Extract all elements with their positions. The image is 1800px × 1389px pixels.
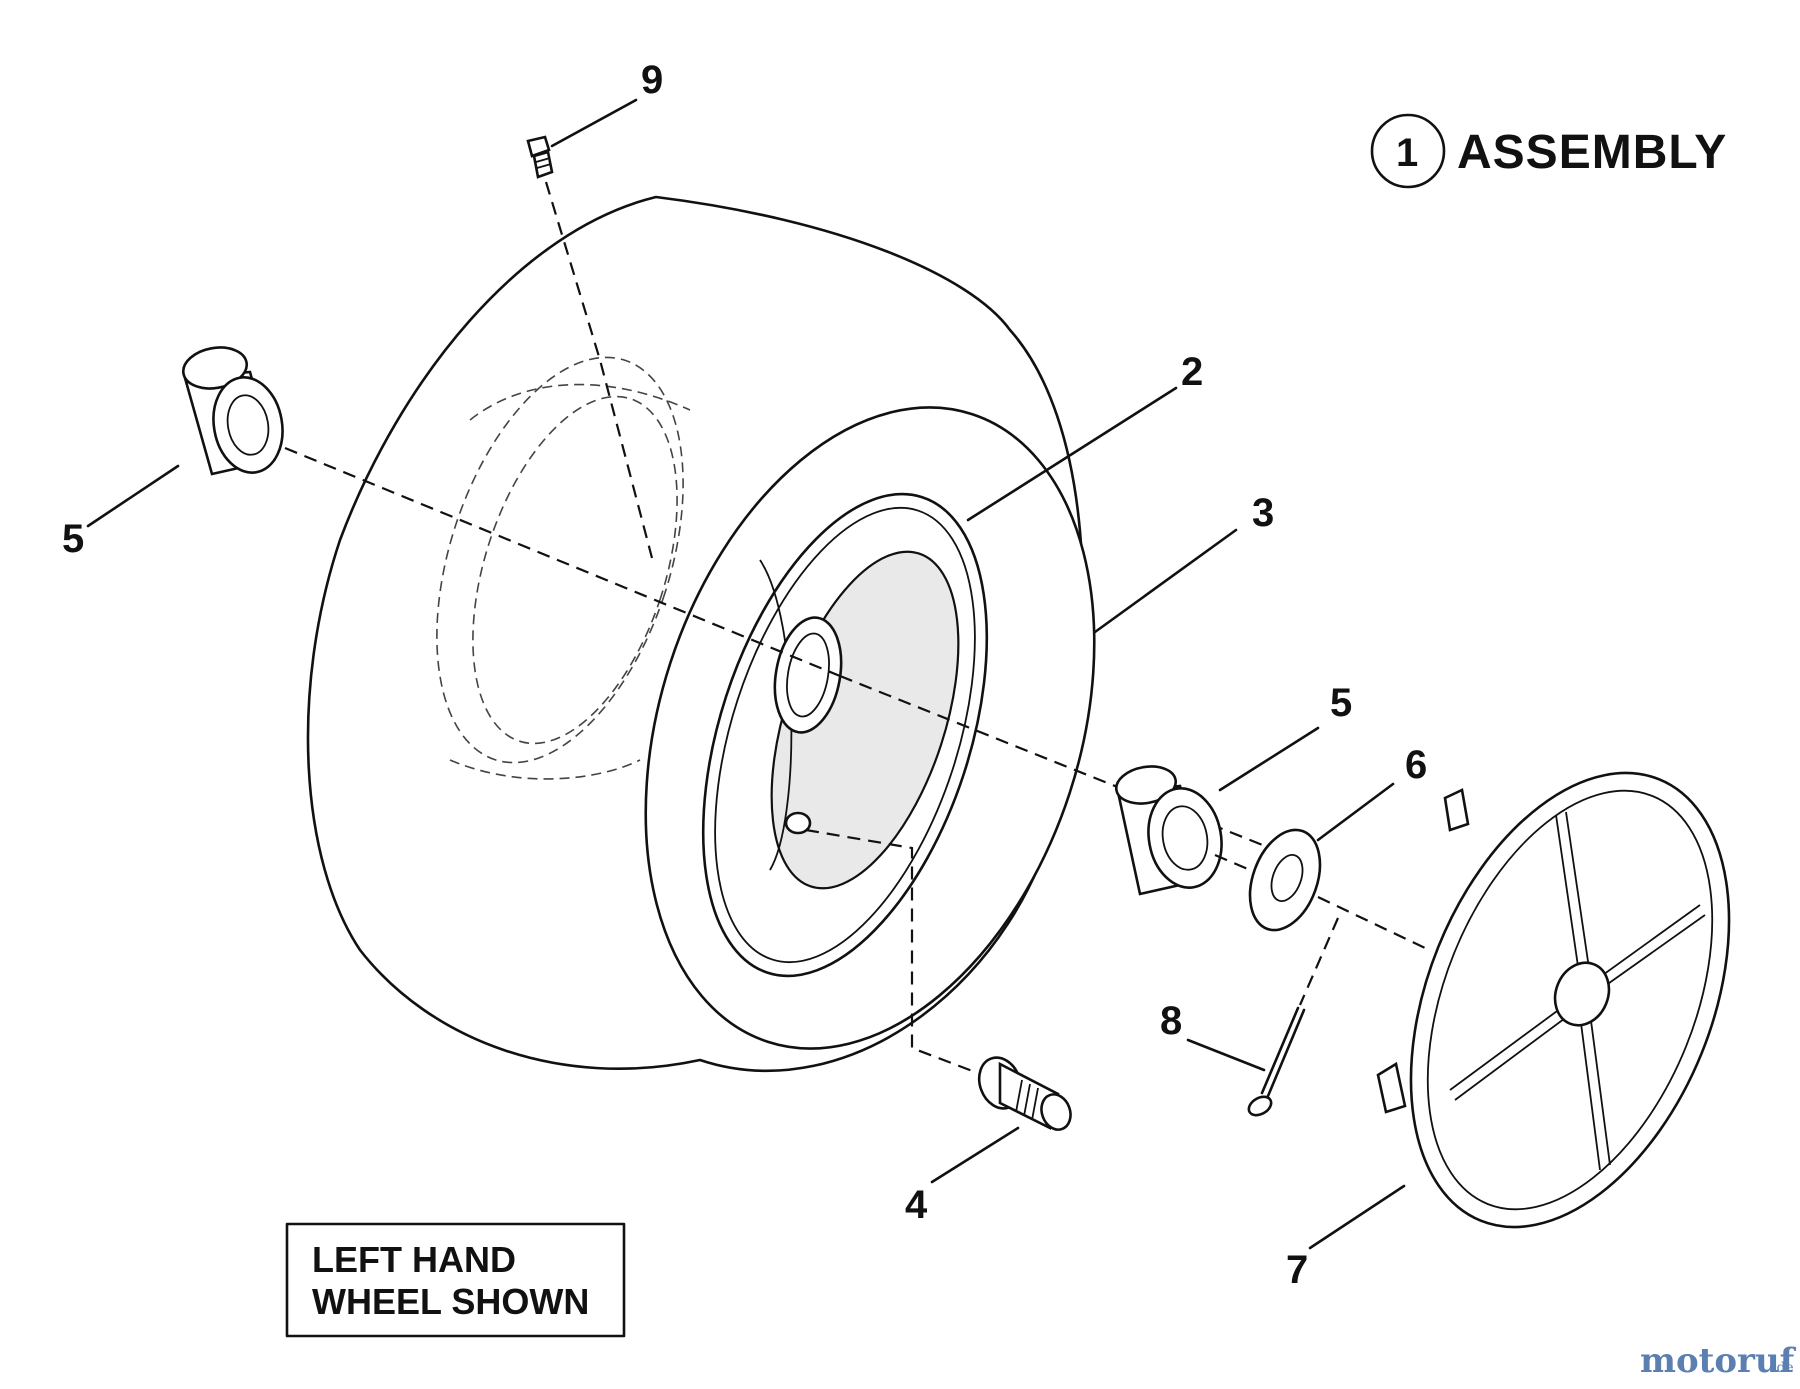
bushing-right — [1114, 765, 1223, 896]
callout-numbers: 9 2 3 5 5 6 8 7 4 — [62, 58, 1427, 1292]
note-box: LEFT HAND WHEEL SHOWN — [285, 1222, 626, 1338]
hub-cap — [1376, 771, 1731, 1229]
callout-8: 8 — [1160, 999, 1182, 1043]
assembly-number: 1 — [1396, 131, 1418, 175]
assembly-label: 1 ASSEMBLY — [1370, 113, 1727, 189]
callout-2: 2 — [1181, 350, 1203, 394]
grease-fitting — [526, 135, 554, 179]
valve-hole — [784, 811, 812, 835]
watermark-tld: .de — [1772, 1360, 1794, 1376]
cotter-pin — [1247, 1006, 1306, 1117]
hidden-rim-outline — [436, 356, 691, 780]
bushing-left — [181, 346, 284, 476]
hub-bore — [773, 616, 843, 734]
callout-5-left: 5 — [62, 517, 84, 561]
rim — [701, 492, 989, 978]
assembly-circle — [1370, 113, 1446, 189]
callout-9: 9 — [641, 58, 663, 102]
callout-4: 4 — [905, 1183, 928, 1227]
watermark-brand: motoruf — [1640, 1341, 1797, 1381]
note-line-1: LEFT HAND — [312, 1239, 516, 1280]
note-line-2: WHEEL SHOWN — [312, 1281, 589, 1322]
callout-3: 3 — [1252, 491, 1274, 535]
assembly-text: ASSEMBLY — [1457, 126, 1727, 179]
leader-lines — [86, 98, 1406, 1250]
callout-7: 7 — [1286, 1248, 1308, 1292]
valve-stem — [977, 1056, 1072, 1131]
watermark: motoruf .de — [1640, 1341, 1797, 1381]
callout-5-right: 5 — [1330, 681, 1352, 725]
washer — [1248, 828, 1322, 932]
callout-6: 6 — [1405, 743, 1427, 787]
